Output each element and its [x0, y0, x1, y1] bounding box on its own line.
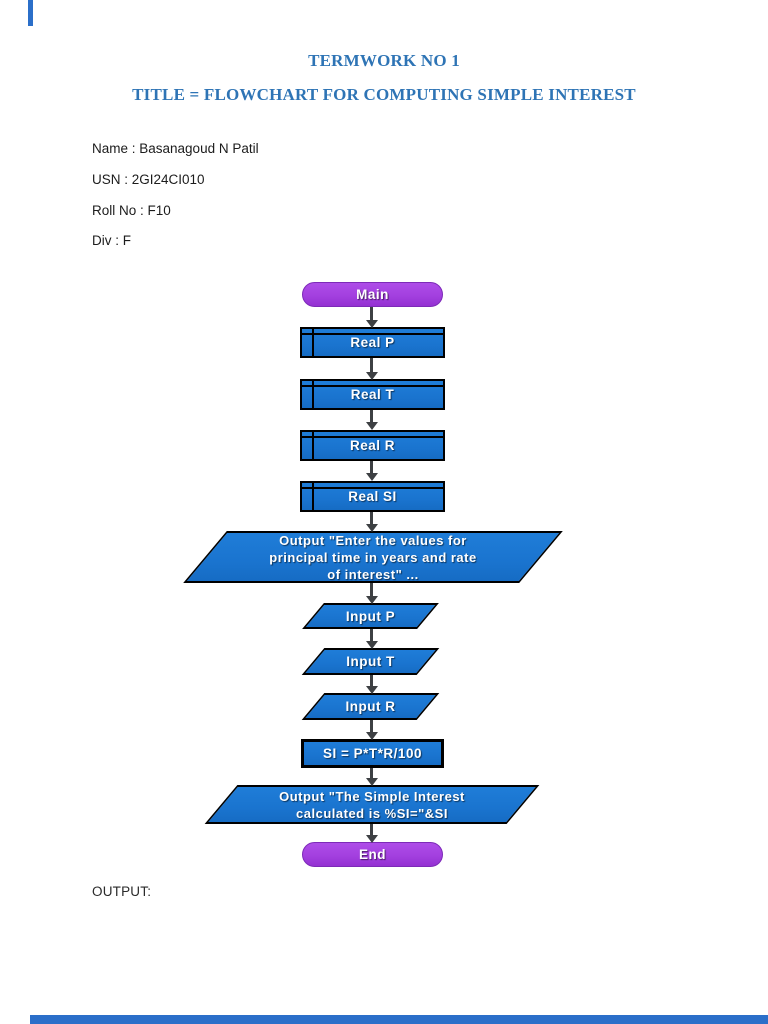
flowchart-node-real-r: Real R [300, 430, 445, 461]
node-label: Real SI [348, 489, 397, 504]
flowchart-node-output-result: Output "The Simple Interest calculated i… [204, 785, 540, 824]
node-label: Main [356, 287, 389, 302]
terminal-shape [302, 842, 443, 867]
node-label: Output "The Simple Interest calculated i… [279, 788, 465, 821]
node-label: Input T [346, 654, 395, 669]
flow-arrow [370, 720, 373, 732]
node-label: Input R [345, 699, 396, 714]
flowchart-node-input-r: Input R [301, 693, 440, 720]
flow-arrow [370, 307, 373, 320]
declare-shape [300, 430, 445, 461]
node-label: Real P [350, 335, 395, 350]
flow-arrow [370, 583, 373, 596]
node-label: Input P [345, 608, 396, 624]
node-label: SI = P*T*R/100 [323, 746, 422, 761]
flowchart-node-end: End [302, 842, 443, 867]
adjacent-page-edge-tick [28, 0, 33, 26]
flow-arrow [370, 768, 373, 778]
declare-shape [300, 327, 445, 358]
flow-arrow [370, 461, 373, 473]
node-label: Real R [349, 438, 396, 453]
student-rollno: Roll No : F10 [92, 203, 171, 218]
flowchart-node-real-t: Real T [300, 379, 445, 410]
declare-shape [300, 379, 445, 410]
flow-arrow [370, 824, 373, 835]
flow-arrow [370, 512, 373, 524]
flow-arrow [370, 675, 373, 686]
flow-arrow [370, 358, 373, 372]
flowchart-node-assign-si: SI = P*T*R/100 [301, 739, 444, 768]
declare-shape [300, 481, 445, 512]
student-div: Div : F [92, 233, 131, 248]
flowchart-node-input-t: Input T [301, 648, 440, 675]
flowchart-node-real-p: Real P [300, 327, 445, 358]
student-usn: USN : 2GI24CI010 [92, 172, 205, 187]
flow-arrow [370, 410, 373, 422]
flowchart-node-input-p: Input P [302, 603, 439, 629]
flow-arrow [370, 629, 373, 641]
node-label: End [359, 847, 386, 862]
process-shape [301, 739, 444, 768]
flowchart-node-real-si: Real SI [300, 481, 445, 512]
node-label: Output "Enter the values for principal t… [269, 532, 477, 582]
node-label: Real T [350, 387, 395, 402]
output-section-heading: OUTPUT: [92, 884, 152, 899]
doc-subtitle: TITLE = FLOWCHART FOR COMPUTING SIMPLE I… [132, 85, 636, 104]
doc-title: TERMWORK NO 1 [308, 51, 460, 70]
adjacent-page-preview-strip [30, 1015, 768, 1024]
flowchart-node-output-prompt: Output "Enter the values for principal t… [183, 531, 563, 583]
flowchart-node-main: Main [302, 282, 443, 307]
student-name: Name : Basanagoud N Patil [92, 141, 259, 156]
